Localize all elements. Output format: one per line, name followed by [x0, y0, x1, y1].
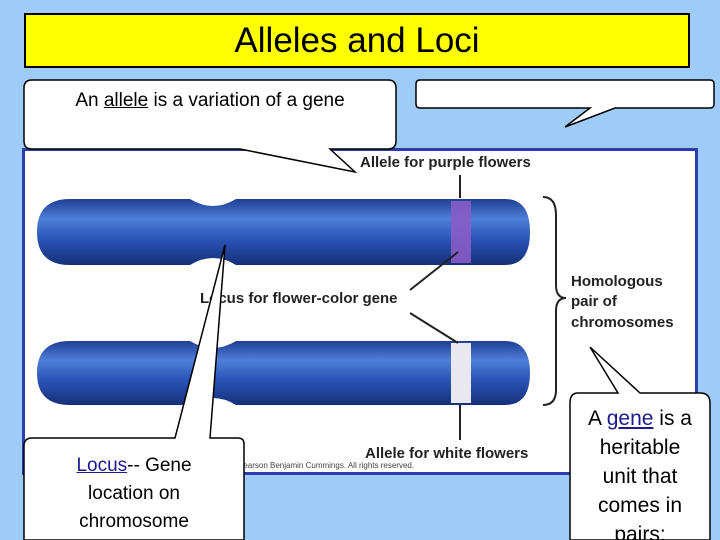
purple-allele-band: [451, 201, 471, 263]
empty-callout-bubble: [415, 79, 715, 128]
gene-line4: comes in: [597, 494, 683, 517]
gene-rest-line1: is a: [653, 407, 692, 430]
label-locus: Locus for flower-color gene: [200, 290, 398, 307]
chromosome-bottom: [37, 341, 530, 405]
gene-line2: heritable: [599, 436, 681, 459]
copyright-text: Pearson Benjamin Cummings. All rights re…: [238, 461, 414, 470]
gene-callout-bubble: [569, 346, 711, 540]
allele-term: allele: [103, 90, 149, 111]
label-homologous-3: chromosomes: [571, 314, 674, 331]
locus-term: Locus: [76, 455, 128, 476]
locus-pointer-top: [409, 251, 459, 291]
locus-line3: chromosome: [79, 511, 189, 532]
title-box: Alleles and Loci: [24, 13, 690, 68]
locus-callout-bubble: [23, 244, 245, 540]
gene-line3: unit that: [602, 465, 678, 488]
allele-callout-text: An allele is a variation of a gene: [30, 90, 390, 112]
gene-callout-text: A gene is a heritable unit that comes in…: [572, 404, 708, 540]
locus-pointer-bottom: [409, 312, 459, 344]
locus-callout-text: Locus-- Gene location on chromosome: [26, 452, 242, 536]
allele-prefix: An: [75, 90, 104, 111]
locus-line2: location on: [88, 483, 180, 504]
allele-rest: is a variation of a gene: [148, 90, 345, 111]
allele-callout-bubble: [23, 79, 397, 174]
gene-prefix: A: [588, 407, 607, 430]
gene-line5: pairs;: [614, 523, 666, 540]
label-purple-allele: Allele for purple flowers: [360, 154, 531, 171]
chromosome-top: [37, 199, 530, 265]
gene-term: gene: [606, 407, 654, 430]
slide-title: Alleles and Loci: [234, 20, 480, 60]
locus-rest-line1: -- Gene: [127, 455, 192, 476]
label-homologous-2: pair of: [571, 293, 618, 310]
homologous-bracket: [542, 196, 567, 406]
label-white-allele: Allele for white flowers: [365, 445, 528, 462]
white-allele-band: [451, 343, 471, 403]
label-homologous-1: Homologous: [571, 273, 663, 290]
